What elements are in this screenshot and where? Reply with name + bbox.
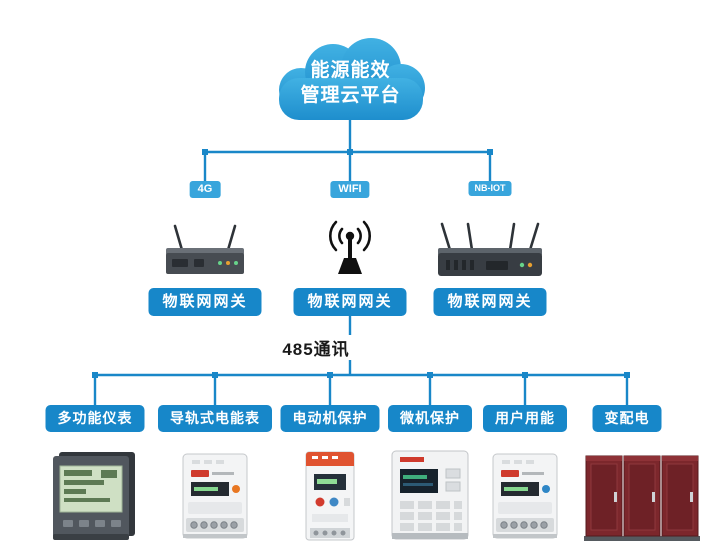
wifi-antenna-icon: [318, 218, 382, 281]
cloud-platform: 能源能效 管理云平台: [263, 28, 438, 128]
iot-gateway-button-nbiot: 物联网网关: [433, 288, 547, 316]
motor-protector-image: [300, 448, 360, 549]
cloud-title-line2: 管理云平台: [300, 85, 401, 106]
iot-gateway-button-wifi: 物联网网关: [293, 288, 407, 316]
device-button-din-rail-meter: 导轨式电能表: [158, 405, 272, 432]
device-button-multifunction-meter: 多功能仪表: [45, 405, 145, 432]
user-energy-meter-image: [488, 450, 562, 547]
cloud-icon: [279, 38, 425, 120]
cloud-title-line1: 能源能效: [310, 60, 391, 81]
badge-4g: 4G: [189, 181, 221, 198]
microcomputer-protector-image: [388, 445, 472, 550]
multifunction-meter-image: [49, 446, 141, 547]
router-nbiot-icon: [430, 220, 550, 289]
router-4g-icon: [160, 222, 250, 287]
iot-gateway-button-4g: 物联网网关: [148, 288, 262, 316]
badge-nbiot: NB-IOT: [468, 181, 512, 196]
distribution-cabinets-image: [584, 450, 700, 547]
cloud-title: 能源能效 管理云平台: [263, 58, 438, 108]
badge-wifi: WIFI: [330, 181, 370, 198]
device-button-power-distribution: 变配电: [592, 405, 662, 432]
bus-485-label: 485通讯: [278, 335, 354, 360]
device-button-user-energy: 用户用能: [483, 405, 567, 432]
device-button-motor-protection: 电动机保护: [280, 405, 380, 432]
din-rail-meter-image: [178, 450, 252, 547]
device-button-microcomputer-protection: 微机保护: [388, 405, 472, 432]
